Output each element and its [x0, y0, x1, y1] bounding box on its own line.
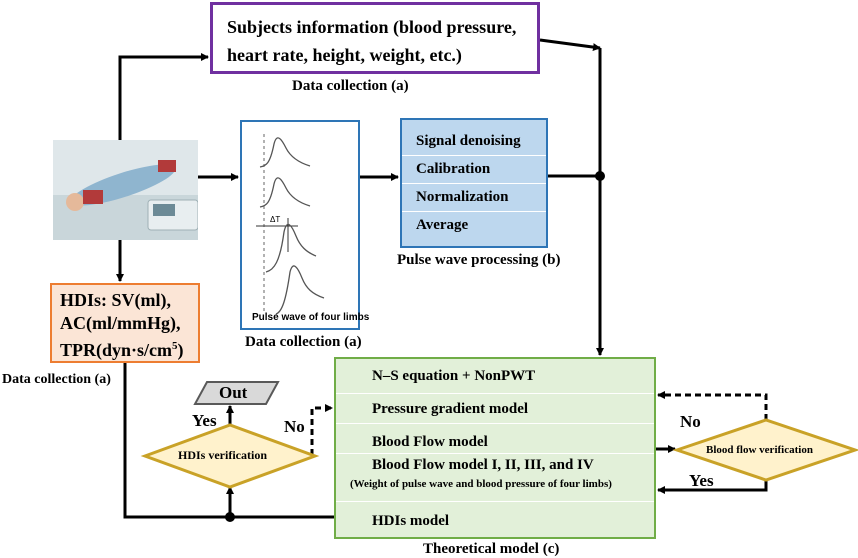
data-collection-left-label: Data collection (a)	[2, 372, 111, 387]
subjects-line-1: Subjects information (blood pressure,	[227, 17, 517, 37]
blood-flow-verification-label: Blood flow verification	[706, 444, 813, 456]
out-label: Out	[219, 383, 248, 402]
subjects-information-box: Subjects information (blood pressure, he…	[210, 2, 540, 74]
blood-flow-verification-diamond	[672, 418, 858, 482]
yes-right-label: Yes	[689, 471, 714, 490]
arrow-no-to-pressure	[310, 404, 333, 455]
blood-flow-i-iv-subtitle: (Weight of pulse wave and blood pressure…	[350, 478, 612, 490]
arrow-bf-no-back	[657, 391, 768, 420]
theoretical-row-blood-flow: Blood Flow model	[336, 423, 654, 453]
no-left-label: No	[284, 417, 305, 436]
theoretical-model-label: Theoretical model (c)	[423, 541, 560, 557]
pulse-wave-2	[259, 177, 311, 208]
processing-step-normalization: Normalization	[402, 184, 546, 212]
delta-t-label: ΔT	[270, 215, 280, 224]
hdis-line-2: AC(ml/mmHg),	[60, 313, 181, 333]
theoretical-row-ns-equation: N–S equation + NonPWT	[372, 368, 536, 384]
hdis-line-1: HDIs: SV(ml),	[60, 290, 171, 310]
theoretical-row-pressure-gradient: Pressure gradient model	[336, 393, 654, 423]
line-hdis-to-bottom	[123, 363, 334, 519]
hdis-verification-label: HDIs verification	[178, 448, 267, 462]
theoretical-row-blood-flow-i-iv: Blood Flow model I, II, III, and IV (Wei…	[336, 453, 654, 501]
blood-flow-i-iv-title: Blood Flow model I, II, III, and IV	[372, 457, 594, 473]
pulse-wave-4	[275, 265, 325, 315]
pulse-wave-3	[265, 223, 317, 273]
pulse-wave-panel: ΔT Pulse wave of four limbs	[240, 120, 369, 330]
hdis-verification-diamond	[140, 423, 320, 489]
theoretical-row-hdis-model: HDIs model	[336, 501, 654, 539]
processing-step-calibration: Calibration	[402, 156, 546, 184]
processing-step-average: Average	[416, 217, 469, 233]
data-collection-top-label: Data collection (a)	[292, 78, 409, 94]
pulse-wave-processing-label: Pulse wave processing (b)	[397, 252, 561, 268]
arrow-bf-yes-back	[657, 478, 768, 494]
hdis-line-3: TPR(dyn·s/cm5)	[60, 340, 184, 360]
pulse-wave-1	[259, 137, 311, 168]
out-parallelogram	[193, 381, 280, 405]
arrow-subjects-to-merge	[539, 38, 601, 52]
theoretical-model-box: N–S equation + NonPWT Pressure gradient …	[334, 357, 656, 539]
merge-dot	[595, 171, 605, 181]
subject-measurement-photo	[53, 140, 198, 240]
processing-step-denoising: Signal denoising	[402, 128, 546, 156]
pulse-wave-caption: Pulse wave of four limbs	[252, 312, 370, 323]
data-collection-mid-label: Data collection (a)	[245, 334, 362, 350]
arrow-photo-to-subjects	[118, 53, 209, 140]
yes-left-label: Yes	[192, 411, 217, 430]
hdis-box: HDIs: SV(ml), AC(ml/mmHg), TPR(dyn·s/cm5…	[50, 283, 200, 363]
subjects-line-2: heart rate, height, weight, etc.)	[227, 45, 462, 65]
pulse-processing-box: Signal denoising Calibration Normalizati…	[400, 118, 548, 248]
no-right-label: No	[680, 412, 701, 431]
